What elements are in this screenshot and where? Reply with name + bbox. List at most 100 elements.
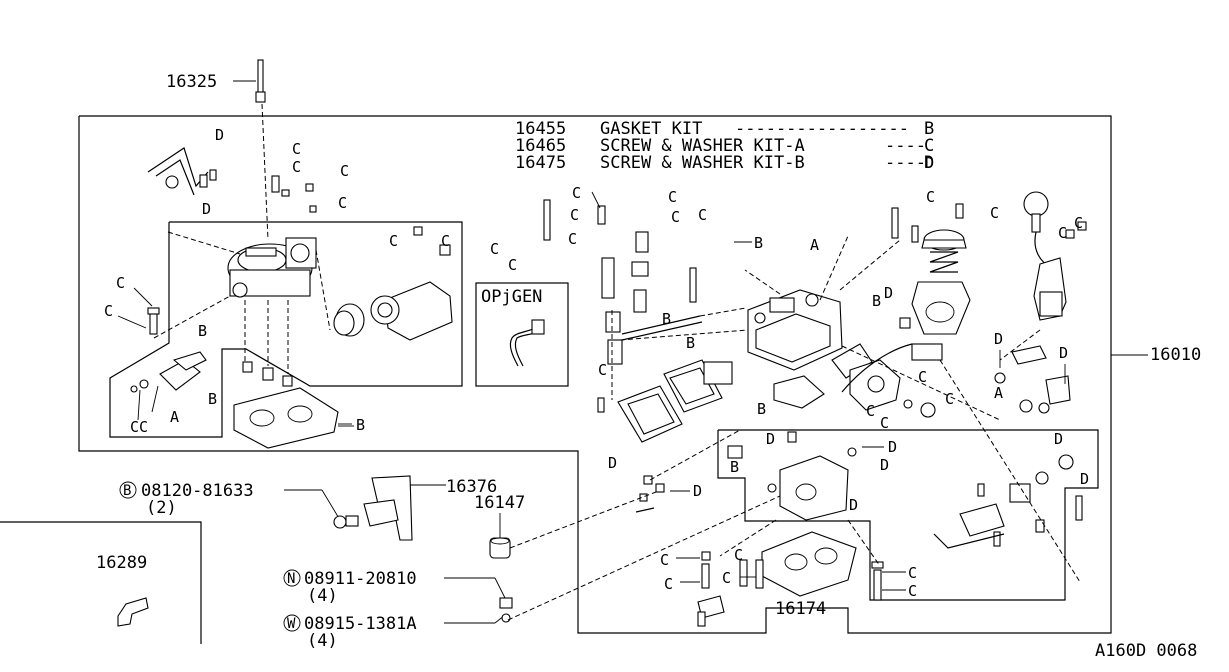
upper-subassembly-box xyxy=(109,221,463,438)
callout-d: D xyxy=(994,330,1003,348)
callout-c: C xyxy=(722,569,731,587)
float-parts-icon xyxy=(543,199,703,365)
throttle-linkage-icon xyxy=(130,351,207,393)
screw-set-bottom xyxy=(597,397,884,627)
fastener-08911: N 08911-20810 (4) xyxy=(283,569,506,606)
callout-b: B xyxy=(208,390,217,408)
callout-c: C xyxy=(568,230,577,248)
callout-c: C xyxy=(292,140,301,158)
callout-c: C xyxy=(598,361,607,379)
kit-number-16475: 16475 xyxy=(515,153,566,173)
throttle-gasket-16174-icon xyxy=(761,531,857,597)
option-box xyxy=(475,282,569,387)
accelerator-pump-icon xyxy=(933,454,1083,549)
callout-c: C xyxy=(1058,224,1067,242)
callout-c: C xyxy=(908,582,917,600)
label-16174: 16174 xyxy=(775,599,826,619)
callout-c: C xyxy=(1074,214,1083,232)
label-16376: 16376 xyxy=(446,477,497,497)
callout-b: B xyxy=(730,458,739,476)
kit-code-screw-a: C xyxy=(924,136,934,156)
callout-b: B xyxy=(686,334,695,352)
kit-number-16455: 16455 xyxy=(515,119,566,139)
callout-b: B xyxy=(754,234,763,252)
callout-letters: D D D D D D D D D D D D D D C C C C C C … xyxy=(104,126,1089,600)
clamp-16289-icon xyxy=(117,597,149,627)
callout-a: A xyxy=(810,236,819,254)
fastener-symbol-w: W xyxy=(287,616,296,632)
callout-c: C xyxy=(664,575,673,593)
callout-c: C xyxy=(660,551,669,569)
callout-c: C xyxy=(338,194,347,212)
callout-d: D xyxy=(849,496,858,514)
callout-c: C xyxy=(116,274,125,292)
callout-d: D xyxy=(202,200,211,218)
label-16010: 16010 xyxy=(1150,345,1201,365)
callout-c: C xyxy=(668,188,677,206)
solenoid-bracket-icon xyxy=(994,191,1087,414)
callout-a: A xyxy=(170,408,179,426)
label-16147: 16147 xyxy=(474,493,525,513)
fastener-number-08120: 08120-81633 xyxy=(141,481,254,501)
lower-subassembly-box xyxy=(717,429,1099,601)
diagram-code: A160D 0068 xyxy=(1095,641,1197,661)
callout-d: D xyxy=(888,438,897,456)
throttle-body-icon xyxy=(727,431,857,521)
carburetor-top-assembly-icon xyxy=(227,237,317,298)
bracket-16289-box xyxy=(0,521,202,644)
main-assembly-outline xyxy=(78,115,1112,634)
fastener-qty-08120: (2) xyxy=(146,498,177,518)
callout-c: C xyxy=(926,188,935,206)
label-16325: 16325 xyxy=(166,72,217,92)
grommet-16147-icon xyxy=(489,537,511,559)
callout-d: D xyxy=(884,284,893,302)
vacuum-diaphragm-icon xyxy=(891,203,971,335)
callout-c: C xyxy=(570,206,579,224)
kit-list: 16455 GASKET KIT ----------------- B 164… xyxy=(515,119,934,173)
kit-leader-screw-a: ---- xyxy=(885,136,926,156)
callout-c: C xyxy=(441,232,450,250)
kit-leader-gasket: ----------------- xyxy=(735,119,909,139)
callout-b: B xyxy=(356,416,365,434)
callout-d: D xyxy=(880,456,889,474)
callout-c: C xyxy=(340,162,349,180)
fastener-qty-08911: (4) xyxy=(307,586,338,606)
callout-b: B xyxy=(872,292,881,310)
kit-name-gasket: GASKET KIT xyxy=(600,119,702,139)
callout-c: C xyxy=(945,390,954,408)
callout-b: B xyxy=(198,322,207,340)
kit-name-screw-a: SCREW & WASHER KIT-A xyxy=(600,136,805,156)
bracket-16376-icon xyxy=(333,475,413,541)
callout-c: C xyxy=(990,204,999,222)
fastener-symbol-b: B xyxy=(123,483,131,499)
kit-code-screw-b: D xyxy=(924,153,934,173)
float-bowl-gasket-icon xyxy=(617,359,733,443)
callout-b: B xyxy=(757,400,766,418)
callout-c: C xyxy=(508,256,517,274)
callout-d: D xyxy=(693,482,702,500)
callout-d: D xyxy=(608,454,617,472)
callout-d: D xyxy=(1080,470,1089,488)
option-hose-icon xyxy=(509,319,545,367)
callout-b: B xyxy=(662,310,671,328)
fastener-08915: W 08915-1381A (4) xyxy=(283,614,506,651)
fastener-08120: B 08120-81633 (2) xyxy=(119,481,341,521)
screw-set-upper-left xyxy=(147,175,317,387)
diaphragm-cover-icon xyxy=(333,226,453,341)
option-box-label: OPjGEN xyxy=(481,287,542,307)
fastener-symbol-n: N xyxy=(287,571,295,587)
callout-c: C xyxy=(389,232,398,250)
callout-c: C xyxy=(880,414,889,432)
kit-number-16465: 16465 xyxy=(515,136,566,156)
callout-c: C xyxy=(490,240,499,258)
callout-d: D xyxy=(1059,344,1068,362)
kit-leader-screw-b: ---- xyxy=(885,153,926,173)
callout-c: C xyxy=(908,564,917,582)
callout-c: C xyxy=(572,184,581,202)
kit-name-screw-b: SCREW & WASHER KIT-B xyxy=(600,153,805,173)
callout-c: C xyxy=(292,158,301,176)
choke-assembly-icon xyxy=(773,343,943,418)
callout-d: D xyxy=(766,430,775,448)
fastener-qty-08915: (4) xyxy=(307,631,338,651)
